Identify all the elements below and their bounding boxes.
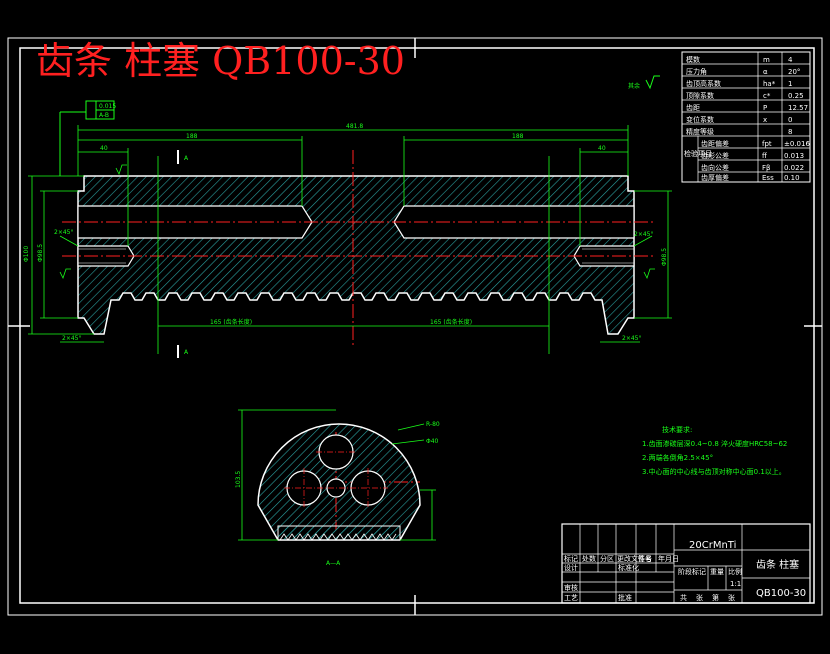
- svg-text:c*: c*: [763, 92, 771, 100]
- svg-text:Fβ: Fβ: [762, 164, 771, 172]
- svg-text:齿厚偏差: 齿厚偏差: [701, 173, 729, 182]
- svg-text:0: 0: [788, 116, 792, 124]
- tech-req-2: 2.两端各倒角2.5×45°: [642, 453, 713, 462]
- tolerance-frame: 0.015 A-B: [59, 100, 116, 176]
- dim-left-short: 40: [100, 145, 108, 152]
- dimension-lines: [28, 125, 672, 354]
- svg-text:±0.016: ±0.016: [784, 140, 810, 148]
- svg-text:20°: 20°: [788, 68, 800, 76]
- svg-text:x: x: [763, 116, 767, 124]
- roughness-mark-icon: [643, 268, 655, 280]
- surface-mark-text: 其余: [628, 82, 640, 90]
- svg-text:ha*: ha*: [763, 80, 776, 88]
- svg-text:压力角: 压力角: [686, 67, 707, 76]
- section-mark-top: A: [184, 155, 189, 162]
- roughness-symbol-icon: [645, 75, 660, 90]
- svg-text:标记: 标记: [564, 554, 578, 563]
- svg-text:齿顶高系数: 齿顶高系数: [686, 79, 721, 88]
- title-block: 20CrMnTi 齿条 柱塞 QB100-30 1:1 标记 处数 分区 更改文…: [561, 523, 811, 604]
- svg-text:重量: 重量: [710, 568, 724, 576]
- section-label: A—A: [326, 560, 341, 567]
- svg-text:标准化: 标准化: [618, 563, 639, 572]
- outer-frame: [7, 37, 823, 616]
- tech-req-3: 3.中心面的中心线与齿顶对称中心面0.1以上。: [642, 467, 786, 476]
- dim-right-short: 40: [598, 145, 606, 152]
- svg-text:齿形公差: 齿形公差: [701, 151, 729, 160]
- svg-text:m: m: [763, 56, 770, 64]
- tech-req-1: 1.齿面渗碳层深0.4~0.8 淬火硬度HRC58~62: [642, 439, 787, 448]
- svg-text:张: 张: [696, 593, 703, 602]
- svg-text:0.10: 0.10: [784, 174, 800, 182]
- svg-text:阶段标记: 阶段标记: [678, 567, 706, 576]
- roughness-mark-icon: [59, 268, 71, 280]
- svg-text:Ess: Ess: [762, 174, 774, 182]
- svg-text:设计: 设计: [564, 563, 578, 572]
- svg-text:第: 第: [712, 593, 719, 602]
- tolerance-value: 0.015: [99, 103, 116, 110]
- svg-text:分区: 分区: [600, 554, 614, 563]
- section-view: [257, 423, 421, 541]
- svg-text:齿距: 齿距: [686, 104, 700, 112]
- sec-dim-r1: R-80: [426, 421, 440, 428]
- section-dimensions: [238, 409, 436, 541]
- svg-text:12.57: 12.57: [788, 104, 808, 112]
- svg-text:模数: 模数: [686, 55, 700, 64]
- section-mark-bottom: A: [184, 349, 189, 356]
- svg-text:工艺: 工艺: [564, 594, 578, 602]
- svg-text:0.013: 0.013: [784, 152, 804, 160]
- dim-overall: 481.8: [346, 123, 363, 130]
- material: 20CrMnTi: [689, 540, 736, 551]
- dim-thread-right: 2×45°: [634, 231, 653, 238]
- svg-text:更改文件号: 更改文件号: [617, 554, 652, 563]
- dim-left-dia-1: Φ100: [23, 246, 30, 262]
- gear-parameter-table: 模数 m 4 压力角 α 20° 齿顶高系数 ha* 1 顶隙系数 c* 0.2…: [681, 51, 811, 183]
- part-code: QB100-30: [756, 588, 806, 599]
- dim-right-length: 188: [512, 133, 524, 140]
- svg-text:ff: ff: [762, 152, 767, 160]
- svg-text:审核: 审核: [564, 583, 578, 592]
- drawing-title: 齿条 柱塞 QB100-30: [36, 39, 405, 83]
- svg-text:检验项目: 检验项目: [684, 149, 712, 158]
- dim-left-dia-2: Φ98.5: [37, 244, 44, 262]
- svg-text:共: 共: [680, 593, 687, 602]
- sec-dim-h: 103.5: [235, 471, 242, 488]
- dim-right-dia: Φ98.5: [661, 248, 668, 266]
- svg-text:签名: 签名: [638, 554, 652, 563]
- svg-text:顶隙系数: 顶隙系数: [686, 91, 714, 100]
- svg-text:年月日: 年月日: [658, 554, 679, 563]
- svg-text:齿距偏差: 齿距偏差: [701, 139, 729, 148]
- svg-text:0.022: 0.022: [784, 164, 804, 172]
- dim-thread-left: 2×45°: [54, 229, 73, 236]
- svg-text:1: 1: [788, 80, 792, 88]
- svg-text:0.25: 0.25: [788, 92, 804, 100]
- svg-text:α: α: [763, 68, 768, 76]
- dim-left-length: 188: [186, 133, 198, 140]
- svg-text:批准: 批准: [618, 593, 632, 602]
- sec-dim-r2: Φ40: [426, 438, 439, 445]
- dim-rack-right: 165 (齿条长度): [430, 318, 472, 326]
- dim-chamfer-right: 2×45°: [622, 335, 641, 342]
- svg-text:齿向公差: 齿向公差: [701, 163, 729, 172]
- svg-text:比例: 比例: [728, 567, 742, 576]
- dim-rack-left: 165 (齿条长度): [210, 318, 252, 326]
- svg-text:变位系数: 变位系数: [686, 115, 714, 124]
- svg-text:P: P: [763, 104, 767, 112]
- svg-text:精度等级: 精度等级: [686, 127, 714, 136]
- svg-text:处数: 处数: [582, 554, 596, 563]
- svg-text:4: 4: [788, 56, 793, 64]
- tech-req-title: 技术要求:: [662, 425, 692, 434]
- dim-chamfer-left: 2×45°: [62, 335, 81, 342]
- svg-text:fpt: fpt: [762, 140, 772, 148]
- tolerance-datum: A-B: [99, 112, 109, 119]
- svg-text:张: 张: [728, 593, 735, 602]
- rack-body: [77, 175, 635, 335]
- svg-text:8: 8: [788, 128, 792, 136]
- roughness-mark-icon: [115, 164, 127, 176]
- scale: 1:1: [730, 580, 741, 588]
- part-name: 齿条 柱塞: [756, 558, 799, 571]
